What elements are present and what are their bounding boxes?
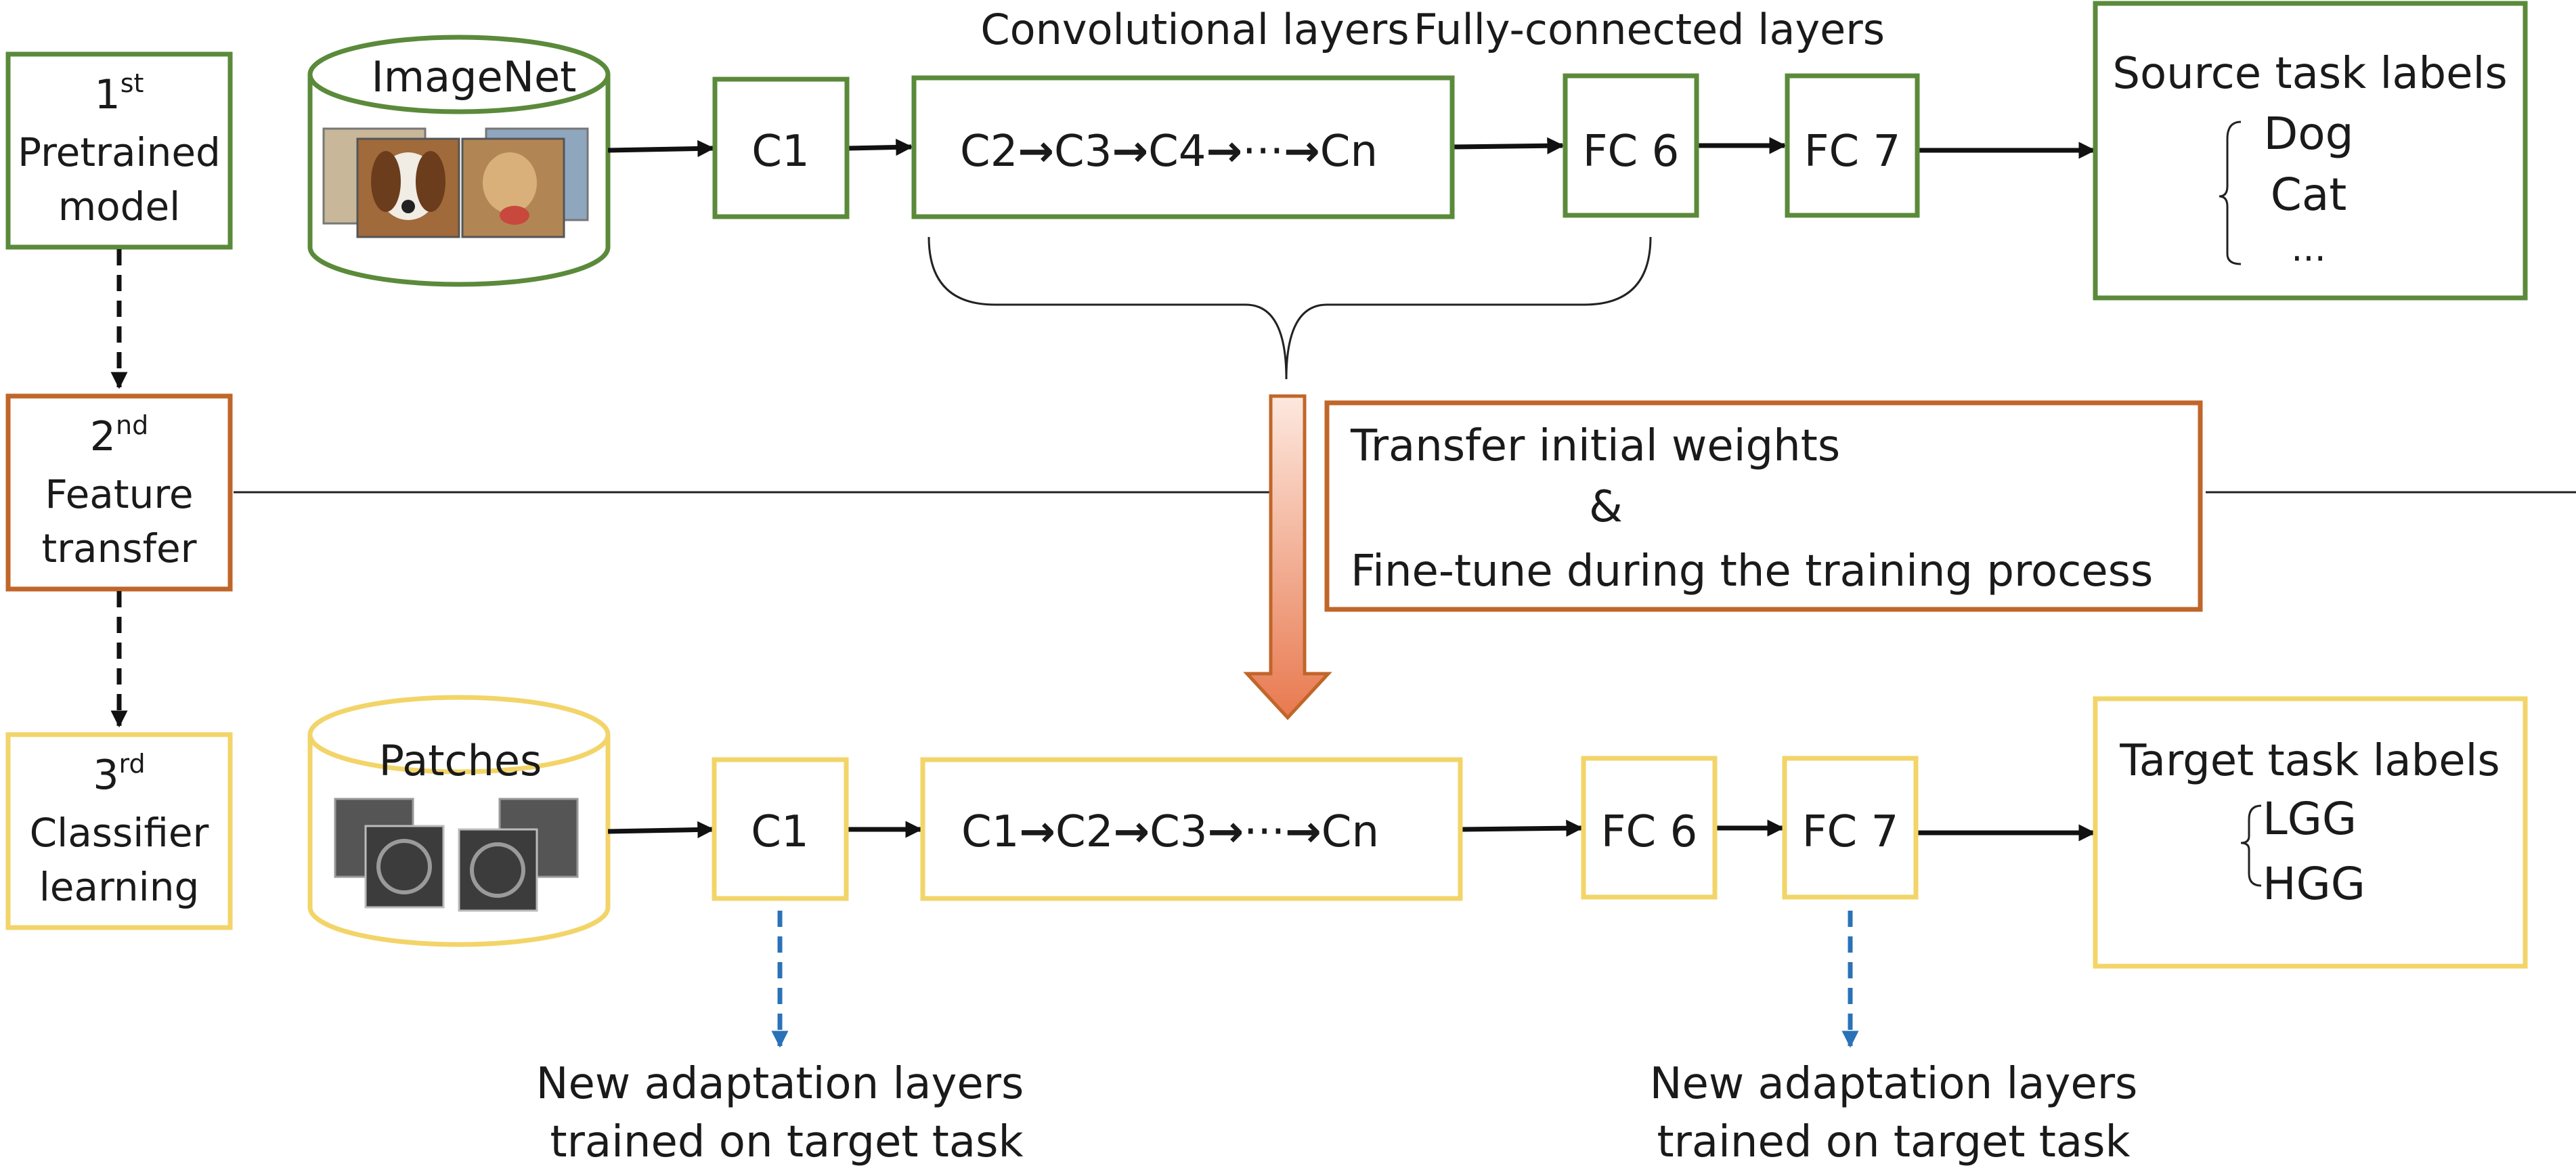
adaptation-note-left-line2: trained on target task	[550, 1117, 1023, 1167]
stage-2-box: 2nd Feature transfer	[5, 393, 233, 592]
bottom-conv-chain-box: C1→C2→C3→···→Cn	[920, 757, 1463, 901]
top-conv-chain-item-3: ···	[1242, 127, 1284, 177]
bottom-conv-chain-item-2: C3	[1150, 807, 1207, 857]
bottom-arrow-dataset-c1	[607, 821, 715, 839]
stage-2-superscript: nd	[116, 410, 148, 440]
imagenet-label: ImageNet	[371, 52, 576, 102]
transfer-line2: &	[1589, 482, 1623, 532]
top-fc7-label: FC 7	[1804, 127, 1901, 177]
bottom-conv-chain-item-4: Cn	[1322, 807, 1379, 857]
transfer-description-box: Transfer initial weights & Fine-tune dur…	[1324, 400, 2203, 612]
arrow-right-icon: →	[1206, 127, 1242, 177]
top-c1-label: C1	[751, 127, 809, 177]
bottom-c1-label: C1	[751, 807, 808, 857]
stage-3-box: 3rd Classifier learning	[5, 732, 233, 930]
top-fc6-label: FC 6	[1583, 127, 1680, 177]
target-labels-title: Target task labels	[2119, 736, 2500, 786]
top-conv-chain-item-2: C4	[1148, 127, 1206, 177]
arrow-right-icon: →	[1019, 807, 1055, 857]
stage-1-line2: model	[58, 183, 181, 230]
stage-3-line2: learning	[39, 864, 200, 910]
arrow-right-icon: →	[1018, 127, 1054, 177]
stage-1-number: 1	[95, 71, 121, 118]
stage-1-superscript: st	[121, 68, 144, 98]
adaptation-note-right-line2: trained on target task	[1657, 1117, 2130, 1167]
top-conv-chain: C2→C3→C4→···→Cn	[960, 127, 1378, 177]
source-label-0: Dog	[2263, 108, 2353, 160]
patches-label: Patches	[379, 736, 542, 785]
bottom-conv-chain: C1→C2→C3→···→Cn	[961, 807, 1379, 857]
source-task-labels-box: Source task labels Dog Cat ...	[2093, 1, 2528, 301]
bottom-arrow-conv-fc6	[1460, 819, 1584, 837]
top-conv-chain-box: C2→C3→C4→···→Cn	[911, 75, 1455, 219]
top-conv-chain-item-0: C2	[960, 127, 1018, 177]
svg-text:1st: 1st	[95, 68, 144, 118]
imagenet-sample-images	[322, 127, 589, 238]
target-label-0: LGG	[2263, 793, 2357, 845]
top-fc7-box: FC 7	[1785, 73, 1920, 218]
source-label-1: Cat	[2271, 169, 2346, 221]
bottom-conv-chain-text: C1→C2→C3→···→Cn	[961, 807, 1379, 857]
arrow-right-icon: →	[1113, 807, 1150, 857]
arrow-right-icon: →	[1207, 807, 1244, 857]
stage-3-line1: Classifier	[30, 810, 209, 856]
source-labels-title: Source task labels	[2112, 49, 2507, 99]
top-conv-chain-text: C2→C3→C4→···→Cn	[960, 127, 1378, 177]
stage-1-line1: Pretrained	[18, 129, 221, 175]
imagenet-dataset-cylinder: ImageNet	[307, 35, 611, 287]
bottom-conv-chain-item-0: C1	[961, 807, 1019, 857]
svg-text:3rd: 3rd	[93, 749, 145, 799]
top-conv-chain-item-4: Cn	[1320, 127, 1378, 177]
transfer-fat-arrow	[1243, 394, 1332, 720]
stage-3-superscript: rd	[119, 749, 146, 779]
patches-sample-images	[334, 798, 579, 912]
top-arrow-conv-fc6	[1451, 137, 1565, 154]
arrow-right-icon: →	[1284, 127, 1320, 177]
stage-2-number: 2	[90, 413, 116, 460]
stage-1-box: 1st Pretrained model	[5, 51, 233, 250]
patches-dataset-cylinder: Patches	[307, 695, 611, 947]
svg-text:2nd: 2nd	[90, 410, 148, 460]
source-labels-brace	[2219, 121, 2242, 265]
arrow-right-icon: →	[1285, 807, 1322, 857]
stage-2-line2: transfer	[41, 525, 196, 571]
top-fc6-box: FC 6	[1563, 73, 1699, 218]
layers-grouping-brace	[927, 236, 1652, 380]
transfer-line1: Transfer initial weights	[1350, 421, 1840, 471]
source-label-2: ...	[2291, 227, 2326, 269]
top-conv-chain-item-1: C3	[1054, 127, 1112, 177]
arrow-right-icon: →	[1112, 127, 1148, 177]
transfer-line3: Fine-tune during the training process	[1351, 546, 2153, 596]
bottom-fc6-label: FC 6	[1601, 807, 1698, 857]
fc-layers-header: Fully-connected layers	[1414, 5, 1885, 54]
top-c1-box: C1	[712, 77, 850, 219]
target-task-labels-box: Target task labels LGG HGG	[2093, 696, 2528, 969]
top-arrow-dataset-c1	[607, 139, 715, 158]
bottom-fc7-label: FC 7	[1802, 807, 1899, 857]
bottom-c1-box: C1	[712, 757, 849, 901]
target-labels-brace	[2240, 804, 2262, 887]
bottom-fc6-box: FC 6	[1581, 756, 1718, 900]
top-arrow-c1-conv	[846, 138, 913, 156]
bottom-fc7-box: FC 7	[1782, 756, 1919, 900]
bottom-conv-chain-item-3: ···	[1244, 807, 1285, 857]
target-label-1: HGG	[2263, 858, 2365, 910]
stage-3-number: 3	[93, 752, 118, 799]
conv-layers-header: Convolutional layers	[980, 5, 1409, 54]
adaptation-note-right-line1: New adaptation layers	[1650, 1059, 2138, 1109]
bottom-conv-chain-item-1: C2	[1055, 807, 1113, 857]
adaptation-note-left-line1: New adaptation layers	[536, 1059, 1024, 1109]
stage-2-line1: Feature	[45, 471, 193, 517]
